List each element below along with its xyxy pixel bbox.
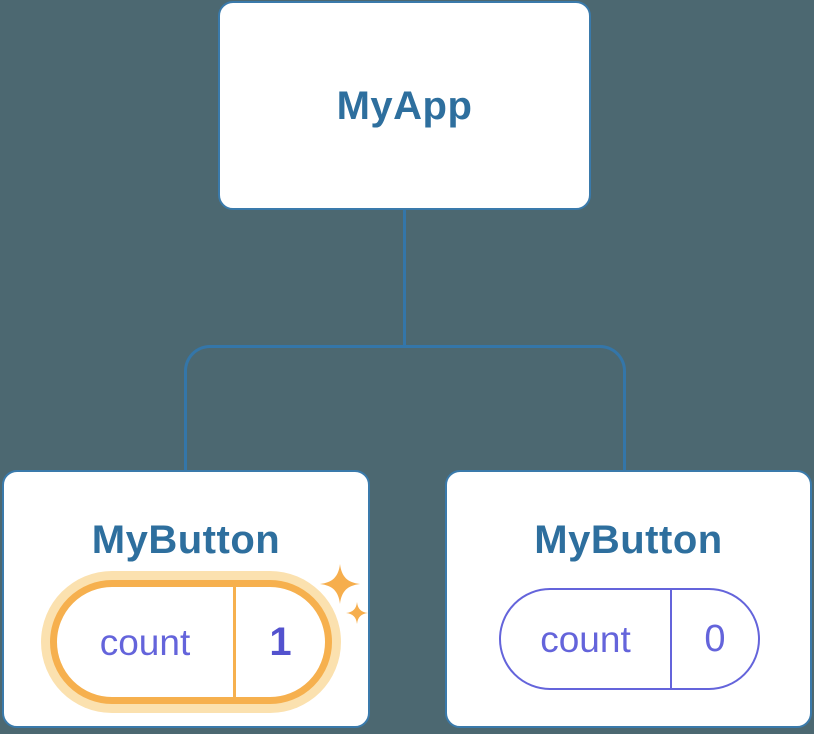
state-value: 1 [233,587,325,697]
component-node-mybutton-1: MyButton count 1 [2,470,370,728]
connector-branch-right [404,345,626,471]
state-key: count [99,621,191,663]
connector-branch-left [184,345,405,471]
state-pill: count 0 [499,588,760,690]
state-pill-highlighted: count 1 [50,580,332,704]
node-label-mybutton-2: MyButton [534,518,723,562]
component-node-myapp: MyApp [218,1,591,210]
state-key: count [540,618,631,660]
connector-stem [403,210,406,347]
node-label-mybutton-1: MyButton [91,518,281,562]
sparkle-icon [346,602,368,624]
state-value: 0 [670,590,758,688]
node-label-myapp: MyApp [336,83,473,128]
component-node-mybutton-2: MyButton count 0 [445,470,812,728]
sparkle-icon [320,564,360,604]
